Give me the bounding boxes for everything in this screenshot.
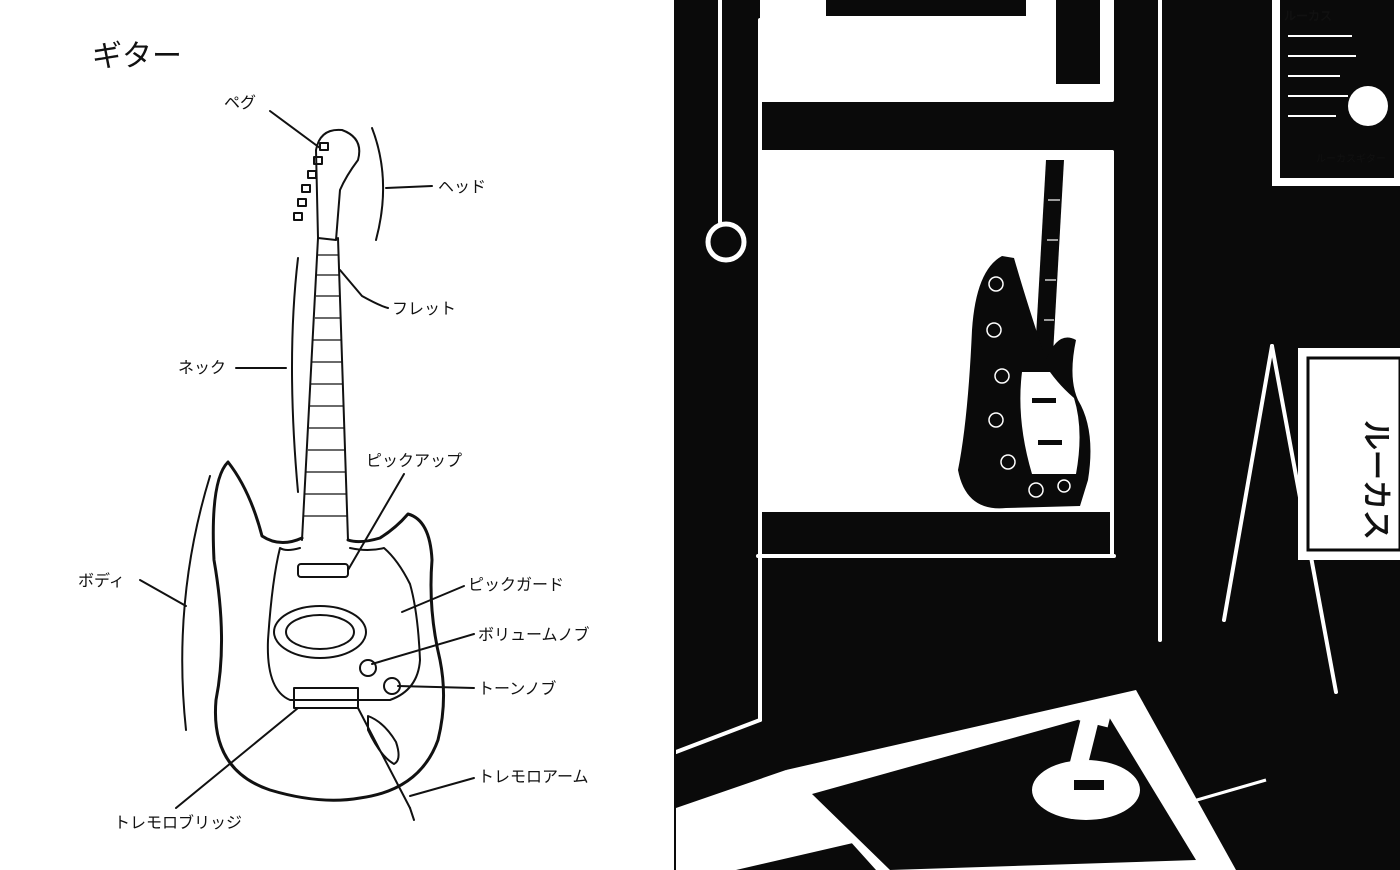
label-tone-knob: トーンノブ [478,679,556,698]
sign-text: ルーカス [1358,420,1393,540]
neck [302,238,348,540]
poster-guitar-icon [1348,86,1388,126]
poster-heading: ルーカス [1284,9,1332,23]
storefront-illustration: ルーカス ルーカスギター ルーカス [676,0,1400,870]
label-tremolo-bridge: トレモロブリッジ [114,813,242,832]
tuning-pegs [294,143,328,220]
label-fret: フレット [392,299,456,318]
label-neck: ネック [178,358,226,377]
bracket-lines [182,128,383,730]
poster-footer: ルーカスギター [1316,153,1386,165]
label-volume-knob: ボリュームノブ [478,625,590,644]
label-peg: ペグ [224,93,256,112]
label-head: ヘッド [438,177,486,196]
display-window [758,152,1114,556]
label-tremolo-arm: トレモロアーム [478,767,589,786]
guitar-diagram: ギター [0,0,676,870]
diagram-title: ギター [92,39,182,74]
wall-poster: ルーカス ルーカスギター [1272,0,1400,186]
upper-window [760,0,1110,98]
label-pickup: ピックアップ [366,451,462,470]
storefront-scene: ルーカス ルーカスギター ルーカス [676,0,1400,870]
guitar-diagram-panel: ギター [0,0,676,870]
label-pickguard: ピックガード [468,575,564,594]
label-body: ボディ [78,571,125,590]
headstock [294,130,359,240]
